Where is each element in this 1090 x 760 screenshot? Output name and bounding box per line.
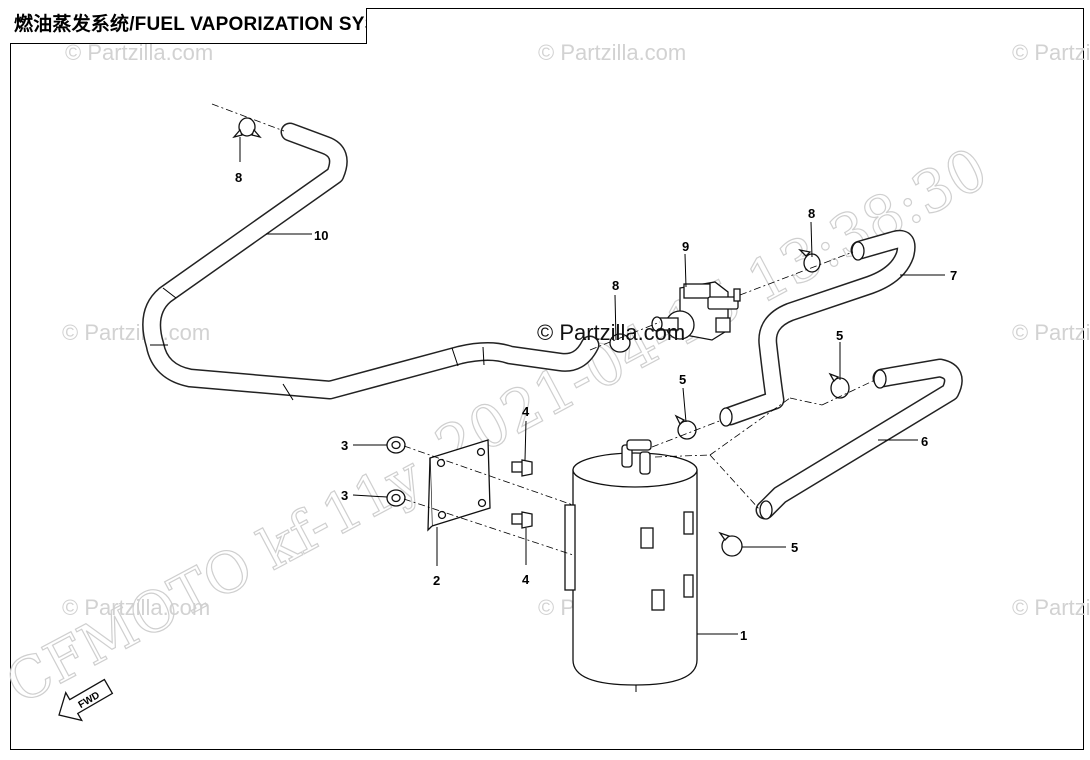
watermark-partzilla: © Partzilla.com — [538, 40, 686, 65]
watermark-partzilla: © Partzilla.com — [62, 320, 210, 345]
callout-8: 8 — [235, 170, 242, 185]
callout-1: 1 — [740, 628, 747, 643]
callout-3: 3 — [341, 438, 348, 453]
callout-3: 3 — [341, 488, 348, 503]
purge-valve — [651, 281, 741, 341]
grommets-and-bolts — [386, 436, 533, 529]
canister — [564, 439, 698, 692]
callout-8: 8 — [808, 206, 815, 221]
callout-2: 2 — [433, 573, 440, 588]
callout-7: 7 — [950, 268, 957, 283]
callout-6: 6 — [921, 434, 928, 449]
watermark-partzilla: © Partzilla.com — [62, 595, 210, 620]
callouts: 8 10 8 9 8 7 5 5 6 5 3 3 2 4 4 1 — [235, 170, 957, 643]
callout-5: 5 — [679, 372, 686, 387]
hose-6 — [755, 358, 963, 520]
callout-8: 8 — [612, 278, 619, 293]
callout-4: 4 — [522, 572, 530, 587]
diagram-frame — [10, 8, 1084, 750]
callout-5: 5 — [791, 540, 798, 555]
callout-4: 4 — [522, 404, 530, 419]
leader-lines — [239, 137, 945, 635]
callout-10: 10 — [314, 228, 328, 243]
bracket — [427, 439, 491, 532]
watermark-model: CFMOTO kf-11y — [0, 444, 433, 718]
hose-clamps — [232, 117, 850, 557]
watermark-partzilla: © Partzilla.com — [65, 40, 213, 65]
hose-7 — [719, 229, 916, 427]
diagram-title: 燃油蒸发系统/FUEL VAPORIZATION SYSTEM — [10, 8, 367, 44]
hose-10 — [142, 122, 600, 401]
watermark-partzilla: © Partzilla.com — [1012, 320, 1090, 345]
watermark-partzilla-center: © Partzilla.com — [537, 320, 685, 345]
callout-5: 5 — [836, 328, 843, 343]
watermark-partzilla: © Partzilla.com — [1012, 40, 1090, 65]
assembly-lines — [211, 103, 876, 556]
watermark-partzilla: © Partzilla.com — [1012, 595, 1090, 620]
callout-9: 9 — [682, 239, 689, 254]
